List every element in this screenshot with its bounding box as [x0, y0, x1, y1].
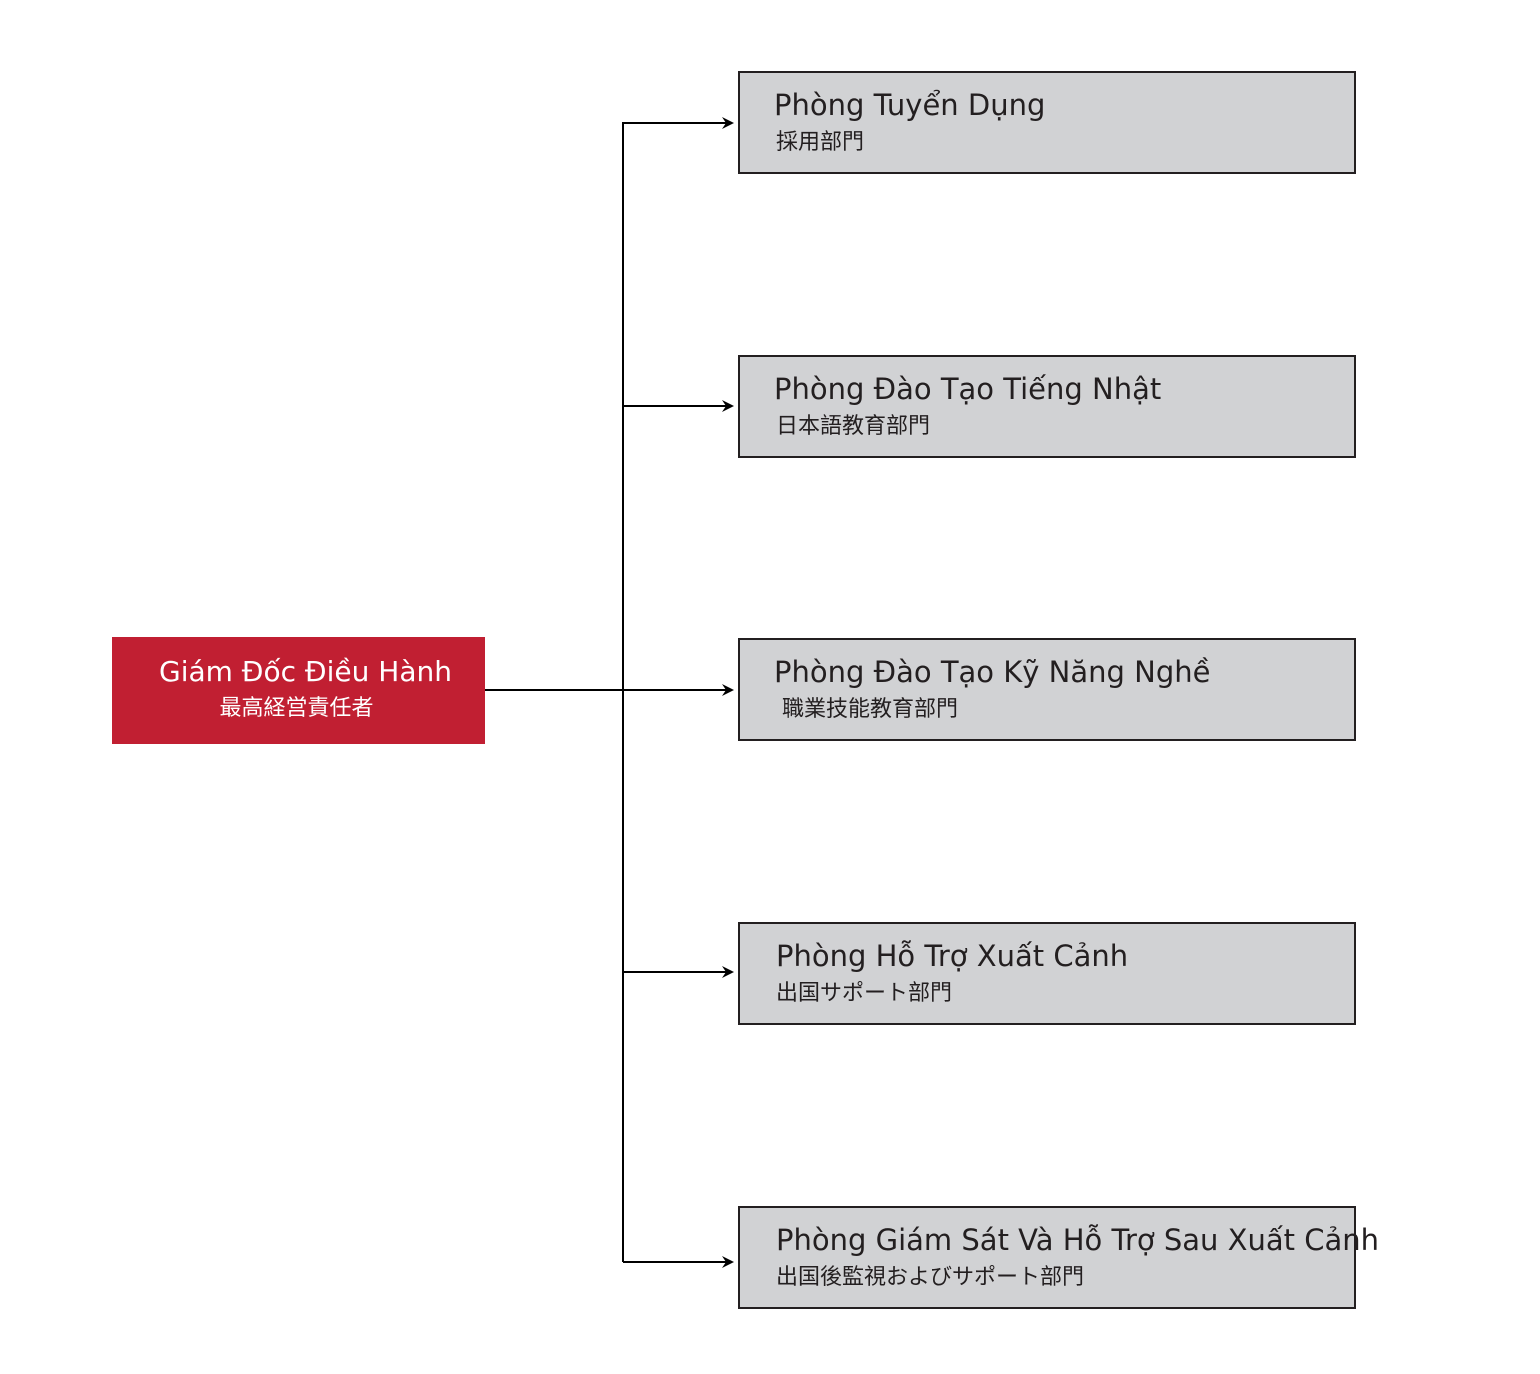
- ceo-box: Giám Đốc Điều Hành 最高経営責任者: [112, 637, 485, 744]
- dept-box-departure-support: Phòng Hỗ Trợ Xuất Cảnh 出国サポート部門: [738, 922, 1356, 1025]
- dept-title: Phòng Giám Sát Và Hỗ Trợ Sau Xuất Cảnh: [776, 1223, 1379, 1257]
- dept-box-japanese-training: Phòng Đào Tạo Tiếng Nhật 日本語教育部門: [738, 355, 1356, 458]
- dept-subtitle: 出国サポート部門: [776, 981, 953, 1006]
- dept-box-recruitment: Phòng Tuyển Dụng 採用部門: [738, 71, 1356, 174]
- dept-box-post-departure-support: Phòng Giám Sát Và Hỗ Trợ Sau Xuất Cảnh 出…: [738, 1206, 1379, 1309]
- dept-title: Phòng Hỗ Trợ Xuất Cảnh: [776, 939, 1129, 973]
- dept-title: Phòng Đào Tạo Tiếng Nhật: [774, 372, 1162, 406]
- ceo-subtitle: 最高経営責任者: [219, 696, 374, 721]
- dept-subtitle: 職業技能教育部門: [782, 697, 959, 722]
- dept-subtitle: 採用部門: [776, 130, 865, 155]
- dept-title: Phòng Tuyển Dụng: [774, 88, 1046, 122]
- dept-title: Phòng Đào Tạo Kỹ Năng Nghề: [774, 655, 1211, 689]
- dept-subtitle: 出国後監視およびサポート部門: [776, 1265, 1085, 1290]
- dept-box-vocational-training: Phòng Đào Tạo Kỹ Năng Nghề 職業技能教育部門: [738, 638, 1356, 741]
- ceo-title: Giám Đốc Điều Hành: [159, 655, 452, 688]
- dept-subtitle: 日本語教育部門: [776, 414, 931, 439]
